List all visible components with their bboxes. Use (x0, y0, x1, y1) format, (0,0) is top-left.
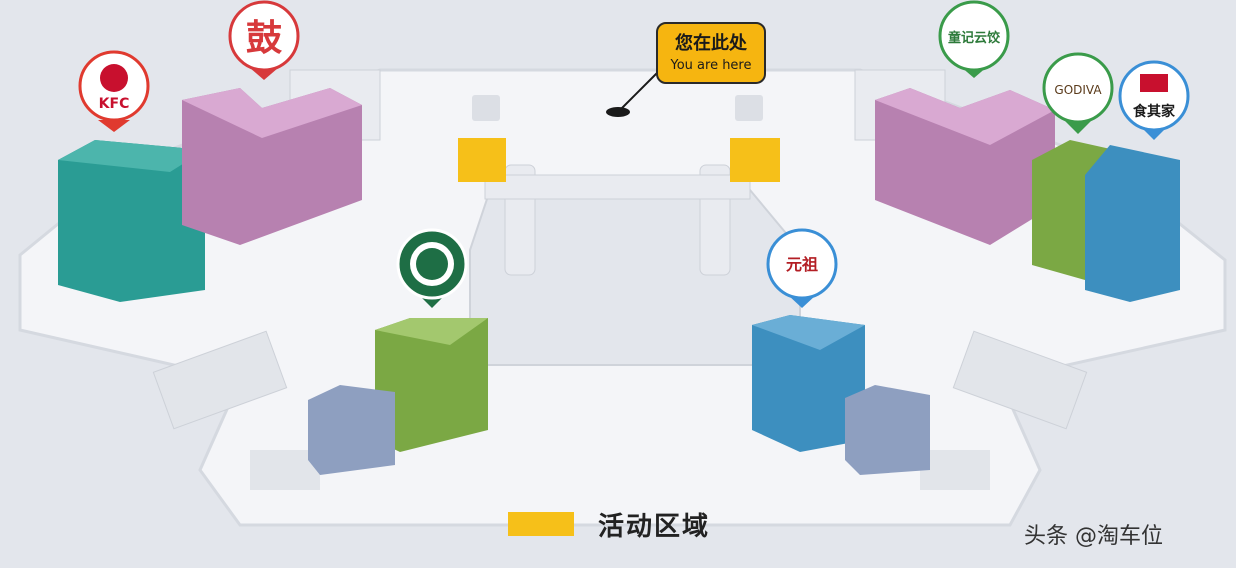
store-block-starbucks-top (375, 318, 488, 345)
sukiya-logo-text: 食其家 (1133, 103, 1176, 120)
tongji-logo-text: 童记云饺 (948, 30, 1001, 46)
you-are-here-en: You are here (670, 58, 752, 73)
kfc-colonel-icon (100, 64, 128, 92)
drum-logo-text: 鼓 (246, 18, 283, 59)
pillar (735, 95, 763, 121)
store-block-kfc (58, 140, 205, 302)
legend-label: 活动区域 (598, 511, 711, 542)
store-pin-starbucks[interactable] (396, 228, 468, 308)
store-pin-drum[interactable]: 鼓 (228, 0, 300, 80)
store-block-drum-top (182, 88, 362, 138)
store-block-slate-right (845, 385, 930, 475)
store-block-right-pink-top (875, 88, 1055, 145)
store-pin-sukiya[interactable]: 食其家 (1118, 60, 1190, 140)
stair-block (952, 330, 1088, 430)
store-pin-tongji[interactable]: 童记云饺 (938, 0, 1010, 78)
godiva-logo-text: GODIVA (1054, 83, 1102, 97)
you-are-here-dot (606, 107, 630, 117)
store-block-starbucks (375, 318, 488, 452)
store-pin-godiva[interactable]: GODIVA (1042, 52, 1114, 134)
stair-block (152, 330, 288, 430)
store-block-drum (182, 88, 362, 245)
legend-swatch (508, 512, 574, 536)
you-are-here-callout: 您在此处 You are here (656, 22, 766, 84)
kfc-logo-text: KFC (99, 96, 130, 112)
you-are-here-zh: 您在此处 (675, 33, 747, 54)
you-are-here-pointer (619, 69, 661, 111)
stair-block (920, 450, 990, 490)
sukiya-logo-icon (1140, 74, 1168, 92)
legend: 活动区域 (508, 504, 710, 544)
pillar (472, 95, 500, 121)
activity-area (458, 138, 506, 182)
store-pin-kfc[interactable]: KFC (78, 50, 150, 132)
store-block-yuanzu-top (752, 315, 865, 350)
yuanzu-logo-text: 元祖 (786, 255, 818, 274)
store-block-godiva (1032, 140, 1115, 280)
corridor-wall (484, 174, 751, 200)
activity-area (730, 138, 780, 182)
store-block-sukiya (1085, 145, 1180, 302)
store-pin-yuanzu[interactable]: 元祖 (766, 228, 838, 308)
watermark: 头条 @淘车位 (1024, 524, 1163, 549)
store-block-slate-left (308, 385, 395, 475)
store-block-kfc-top (58, 140, 205, 172)
store-block-yuanzu (752, 315, 865, 452)
